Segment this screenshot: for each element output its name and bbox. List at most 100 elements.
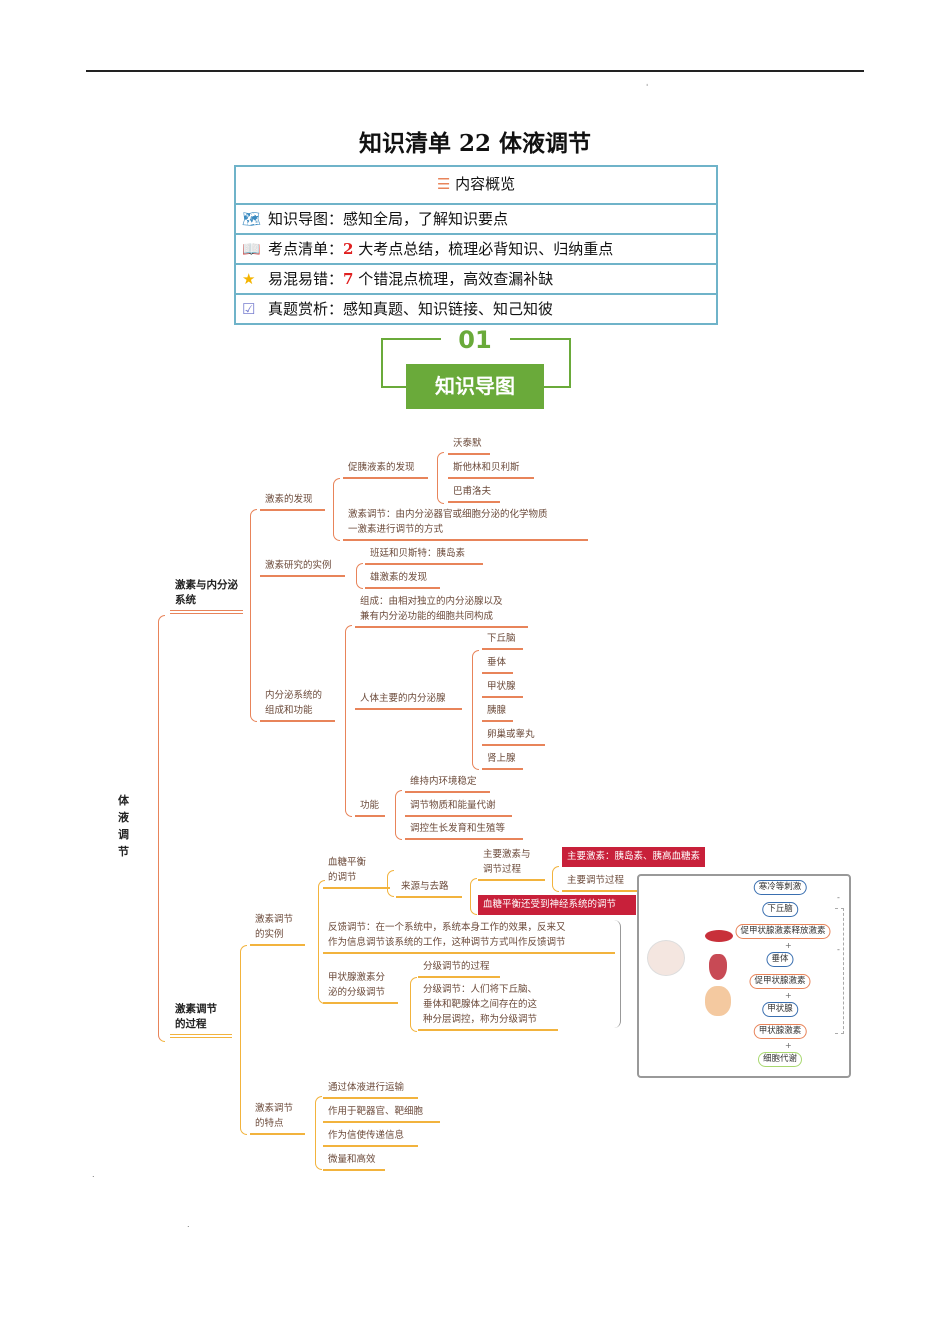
node-feature: 通过体液进行运输 <box>323 1080 418 1099</box>
overview-heading-text: 内容概览 <box>455 175 516 193</box>
overview-row: 🗺知识导图：感知全局，了解知识要点 <box>236 203 716 233</box>
frame-line <box>510 338 569 340</box>
text: 的实例 <box>255 929 284 940</box>
checklist-icon: ☑ <box>242 300 256 318</box>
hypothalamus-icon <box>705 930 733 942</box>
thyroid-icon <box>705 986 731 1016</box>
row-text: 个错混点梳理，高效查漏补缺 <box>358 270 554 288</box>
row-number: 2 <box>343 240 354 258</box>
node-source: 来源与去路 <box>396 879 462 898</box>
node-example: 雄激素的发现 <box>365 570 440 589</box>
text: 组成和功能 <box>265 705 313 716</box>
bracket <box>410 977 417 1032</box>
text: 激素调节 <box>175 1003 217 1015</box>
text: 激素调节：由内分泌器官或细胞分泌的化学物质 <box>348 509 548 520</box>
node-feature: 作为信使传递信息 <box>323 1128 418 1147</box>
text: 内分泌系统的 <box>265 690 323 701</box>
flow-node: 下丘脑 <box>762 902 798 917</box>
branch-endocrine: 激素与内分泌系统 <box>170 578 243 614</box>
node-system: 内分泌系统的组成和功能 <box>260 688 335 722</box>
mark: . <box>92 1170 95 1179</box>
mark: ˌ <box>646 78 649 87</box>
flow-node: 垂体 <box>766 952 794 967</box>
header-rule <box>86 70 864 72</box>
bracket <box>345 625 352 817</box>
node-func: 维持内环境稳定 <box>405 774 490 793</box>
bracket <box>250 509 257 722</box>
flow-node: 寒冷等刺激 <box>753 880 807 895</box>
root-bracket <box>158 615 165 1042</box>
overview-row: 📖考点清单：2 大考点总结，梳理必背知识、归纳重点 <box>236 233 716 263</box>
bracket <box>437 452 444 504</box>
nerve-box: 血糖平衡还受到神经系统的调节 <box>478 895 636 915</box>
overview-row: ☑真题赏析：感知真题、知识链接、知己知彼 <box>236 293 716 323</box>
flow-node: 促甲状腺激素释放激素 <box>735 924 831 939</box>
overview-heading: ☰ 内容概览 <box>236 167 716 203</box>
text: 反馈调节：在一个系统中，系统本身工作的效果，反来又 <box>328 922 566 933</box>
row-label: 真题赏析： <box>268 300 344 318</box>
node-instances: 激素调节的实例 <box>250 912 305 946</box>
node-person: 巴甫洛夫 <box>448 484 500 503</box>
row-text: 感知全局，了解知识要点 <box>343 210 509 228</box>
bracket <box>395 790 402 840</box>
bracket <box>318 880 325 1004</box>
book-icon: 📖 <box>242 240 261 258</box>
row-label: 考点清单： <box>268 240 344 258</box>
node-gland: 下丘脑 <box>482 631 523 650</box>
text: 泌的分级调节 <box>328 987 386 998</box>
feedback-loop <box>835 908 844 1034</box>
text: 作为信息调节该系统的工作，这种调节方式叫作反馈调节 <box>328 937 566 948</box>
text: 甲状腺激素分 <box>328 972 386 983</box>
frame-line <box>381 338 441 340</box>
node-main-process: 主要调节过程 <box>562 873 637 892</box>
node-grad-process: 分级调节的过程 <box>418 959 500 978</box>
bracket <box>552 866 559 892</box>
mark: . <box>187 1220 190 1229</box>
bracket <box>472 650 479 770</box>
node-composition: 组成：由相对独立的内分泌腺以及兼有内分泌功能的细胞共同构成 <box>355 594 528 628</box>
thyroid-regulation-diagram: 寒冷等刺激 下丘脑 促甲状腺激素释放激素 + 垂体 促甲状腺激素 + 甲状腺 甲… <box>637 874 851 1078</box>
node-feedback: 反馈调节：在一个系统中，系统本身工作的效果，反来又作为信息调节该系统的工作，这种… <box>323 920 615 954</box>
text: 垂体和靶腺体之间存在的这 <box>423 999 538 1010</box>
node-definition: 激素调节：由内分泌器官或细胞分泌的化学物质一激素进行调节的方式 <box>343 507 588 541</box>
minus-sign: - <box>837 893 840 902</box>
row-label: 易混易错： <box>268 270 344 288</box>
mindmap-root: 体液调节 <box>118 794 129 858</box>
node-example: 班廷和贝斯特：胰岛素 <box>365 546 483 565</box>
node-gland: 垂体 <box>482 655 513 674</box>
node-hormones: 主要激素与调节过程 <box>478 847 545 881</box>
text: 激素调节 <box>255 1103 294 1114</box>
node-gland: 肾上腺 <box>482 751 523 770</box>
node-feature: 作用于靶器官、靶细胞 <box>323 1104 440 1123</box>
node-grad: 分级调节：人们将下丘脑、垂体和靶腺体之间存在的这种分层调控，称为分级调节 <box>418 982 558 1031</box>
text: 一激素进行调节的方式 <box>348 524 444 535</box>
flow-node: 甲状腺激素 <box>753 1024 807 1039</box>
text: 组成：由相对独立的内分泌腺以及 <box>360 596 503 607</box>
node-person: 沃泰默 <box>448 436 490 455</box>
text: 种分层调控，称为分级调节 <box>423 1014 538 1025</box>
node-glands: 人体主要的内分泌腺 <box>355 691 462 710</box>
bracket <box>315 1096 322 1170</box>
node-glucose: 血糖平衡的调节 <box>323 855 390 889</box>
map-icon: 🗺 <box>242 210 262 228</box>
plus-sign: + <box>785 941 792 950</box>
text: 血糖平衡 <box>328 857 367 868</box>
node-features: 激素调节的特点 <box>250 1101 305 1135</box>
node-gland: 卵巢或睾丸 <box>482 727 545 746</box>
node-thyroid: 甲状腺激素分泌的分级调节 <box>323 970 398 1004</box>
node-func: 调控生长发育和生殖等 <box>405 821 523 840</box>
minus-sign: - <box>837 945 840 954</box>
plus-sign: + <box>785 991 792 1000</box>
text: 的调节 <box>328 872 357 883</box>
text: 激素调节 <box>255 914 294 925</box>
row-number: 7 <box>343 270 354 288</box>
node-gland: 甲状腺 <box>482 679 523 698</box>
star-icon: ★ <box>242 270 256 288</box>
list-icon: ☰ <box>436 175 451 193</box>
branch-process: 激素调节的过程 <box>170 1002 232 1038</box>
bracket <box>470 878 477 915</box>
bracket <box>387 870 394 897</box>
node-secretin: 促胰液素的发现 <box>343 460 428 479</box>
main-hormones-box: 主要激素：胰岛素、胰高血糖素 <box>562 847 706 867</box>
